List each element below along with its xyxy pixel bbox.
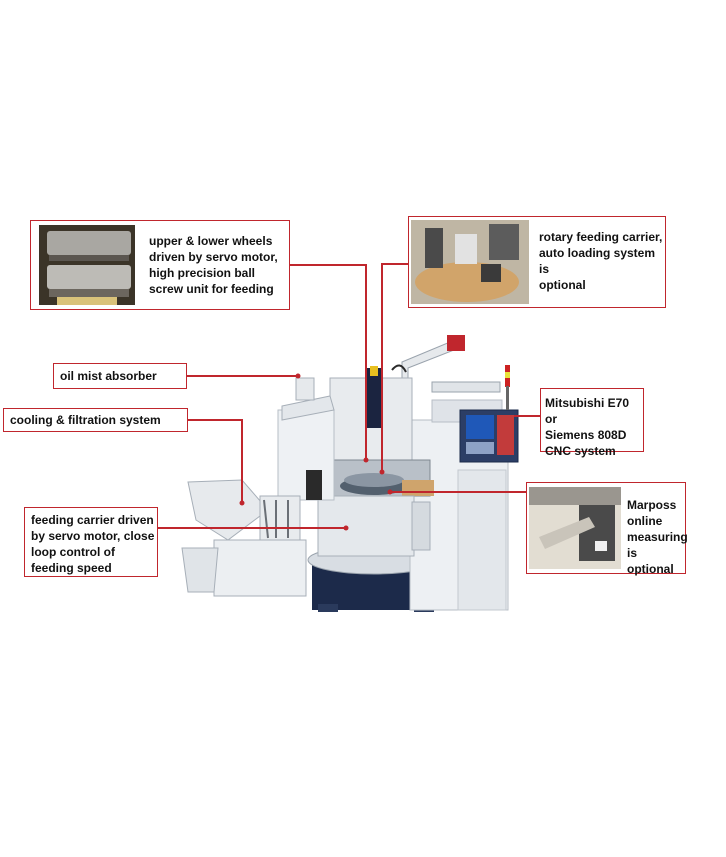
- callout-cooling: cooling & filtration system: [3, 408, 188, 432]
- callout-oil-mist: oil mist absorber: [53, 363, 187, 389]
- cnc-screen: [466, 415, 494, 439]
- cooling-label: cooling & filtration system: [10, 413, 161, 427]
- cnc-label: Mitsubishi E70 or Siemens 808D CNC syste…: [545, 396, 630, 458]
- leader-wheels: [289, 264, 367, 458]
- rotary-feeding-label: rotary feeding carrier, auto loading sys…: [539, 230, 663, 292]
- leader-rotary: [381, 263, 412, 470]
- leader-cooling: [186, 419, 243, 502]
- callout-wheels: upper & lower wheels driven by servo mot…: [30, 220, 290, 310]
- coolant-tank: [213, 539, 307, 597]
- feeding-carrier-label: feeding carrier driven by servo motor, c…: [31, 513, 155, 575]
- callout-rotary-feeding: rotary feeding carrier, auto loading sys…: [408, 216, 666, 308]
- callout-cnc: Mitsubishi E70 or Siemens 808D CNC syste…: [540, 388, 644, 458]
- marposs-photo: [529, 487, 621, 569]
- wheels-label: upper & lower wheels driven by servo mot…: [149, 234, 278, 296]
- oil-mist-label: oil mist absorber: [60, 369, 157, 383]
- wheels-photo: [39, 225, 135, 305]
- rotary-feeding-photo: [411, 220, 529, 304]
- callout-feeding-carrier: feeding carrier driven by servo motor, c…: [24, 507, 158, 577]
- callout-marposs: Marposs online measuring is optional: [526, 482, 688, 576]
- marposs-label: Marposs online measuring is optional: [627, 498, 688, 576]
